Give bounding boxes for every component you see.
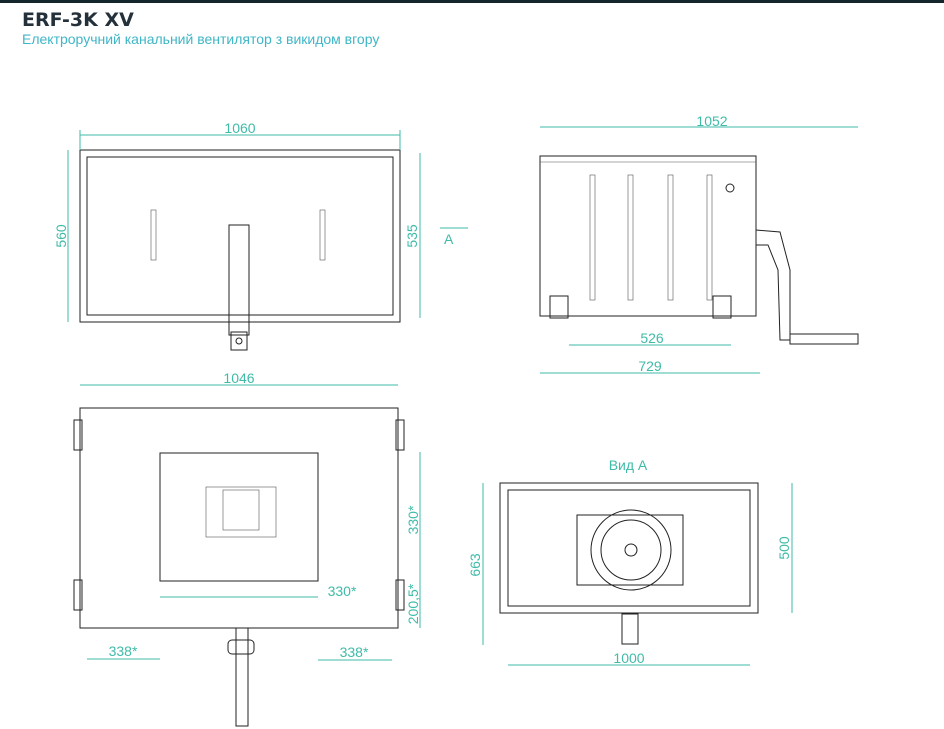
top-view: 1060 560 535 A (53, 120, 468, 351)
dim-offset-right: 338* (340, 644, 369, 660)
dim-bottom-width: 1046 (223, 370, 254, 386)
dim-side-depth: 729 (638, 358, 662, 374)
page-subtitle: Електроручний канальний вентилятор з вик… (22, 31, 380, 47)
bottom-view: 1046 330* 200,5* 330* 338* 338* (73, 370, 421, 727)
dim-top-height-inner: 535 (404, 224, 420, 248)
top-bar (0, 0, 944, 3)
dim-opening-width: 330* (328, 583, 357, 599)
dim-top-width: 1060 (224, 120, 255, 136)
view-a-title: Вид А (609, 457, 648, 473)
dim-offset-left: 338* (109, 643, 138, 659)
dim-top-height-outer: 560 (53, 224, 69, 248)
dim-view-a-height-inner: 500 (776, 536, 792, 560)
dim-opening-height: 330* (405, 505, 421, 534)
dim-view-a-height-outer: 663 (467, 553, 483, 577)
side-view: 1052 526 729 (539, 113, 859, 374)
dim-side-inner: 526 (640, 330, 664, 346)
dim-offset-bottom: 200,5* (405, 583, 421, 624)
view-arrow-label: A (444, 231, 454, 247)
dim-view-a-width: 1000 (613, 650, 644, 666)
view-a: Вид А 663 500 1000 (467, 457, 793, 666)
dim-side-width: 1052 (696, 113, 727, 129)
page-title: ERF-3K XV (22, 9, 134, 31)
